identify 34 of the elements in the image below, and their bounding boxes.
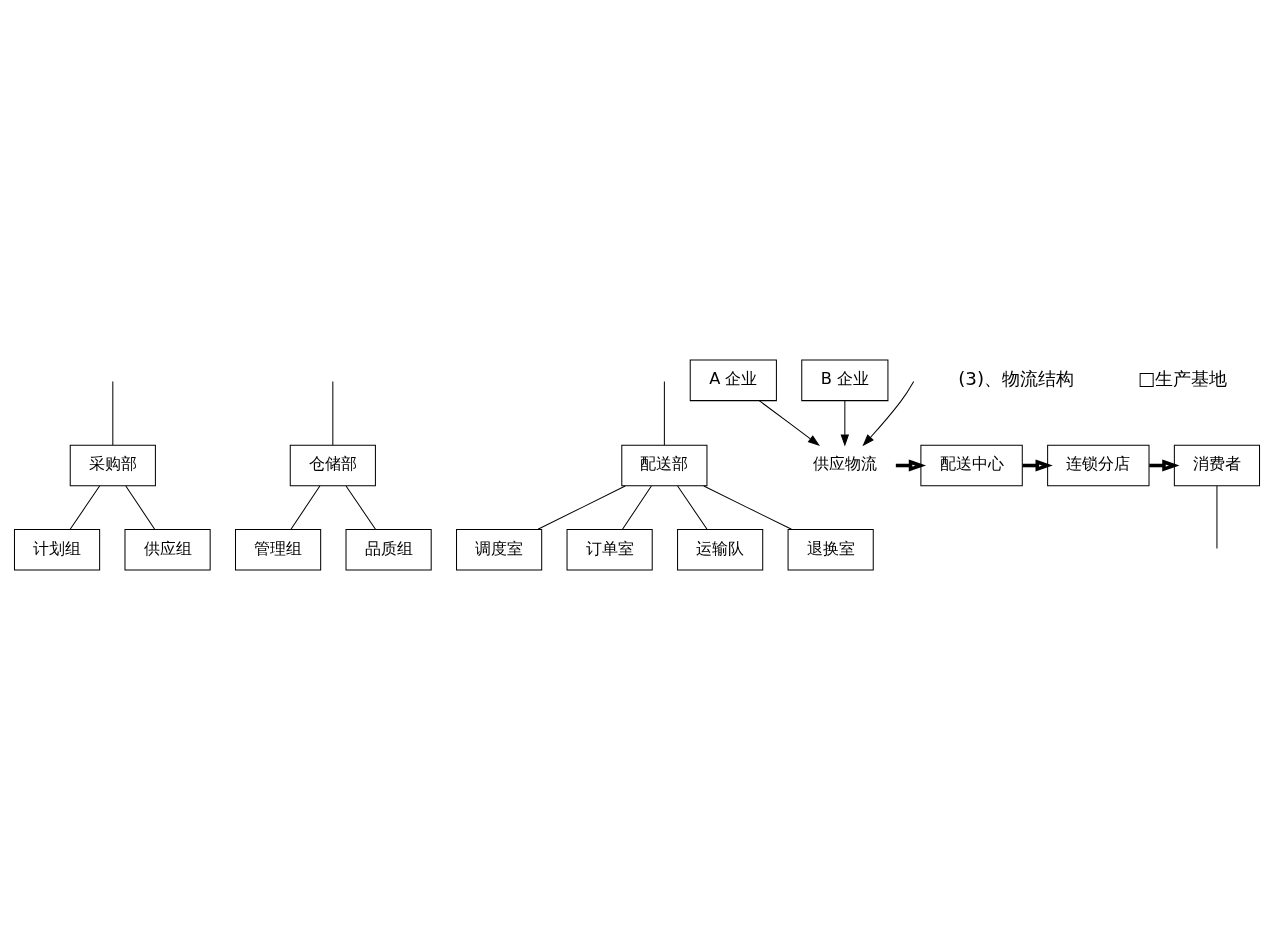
node-box: 计划组	[13, 528, 101, 570]
connector	[125, 485, 156, 530]
node-box: 采购部	[69, 444, 156, 486]
connector	[677, 485, 708, 530]
connector	[663, 380, 665, 445]
node-box: 管理组	[235, 528, 322, 570]
label: (3)、物流结构	[958, 367, 1075, 389]
connector	[290, 485, 321, 530]
connector	[703, 485, 793, 530]
connector	[345, 485, 376, 530]
node-box: 配送部	[621, 444, 708, 486]
node-box: 订单室	[566, 528, 653, 570]
node-box: 供应组	[124, 528, 211, 570]
node-box: 连锁分店	[1047, 444, 1150, 486]
connector	[69, 485, 101, 530]
arrow	[758, 399, 820, 446]
connector	[112, 380, 114, 445]
node-box: 调度室	[456, 528, 543, 570]
arrow	[862, 380, 915, 446]
connector	[332, 380, 334, 445]
arrow	[840, 399, 850, 447]
node-box: 退换室	[787, 528, 874, 570]
connector	[537, 485, 626, 530]
node-text: 供应物流	[812, 453, 877, 473]
node-box: A 企业	[689, 359, 777, 401]
connector	[1216, 485, 1218, 549]
connector	[622, 485, 652, 530]
node-box: 运输队	[677, 528, 764, 570]
node-box: 仓储部	[289, 444, 376, 486]
node-box: 消费者	[1173, 444, 1261, 486]
label: □生产基地	[1137, 367, 1228, 389]
node-box: 配送中心	[920, 444, 1023, 486]
node-box: B 企业	[801, 359, 889, 401]
node-box: 品质组	[345, 528, 432, 570]
